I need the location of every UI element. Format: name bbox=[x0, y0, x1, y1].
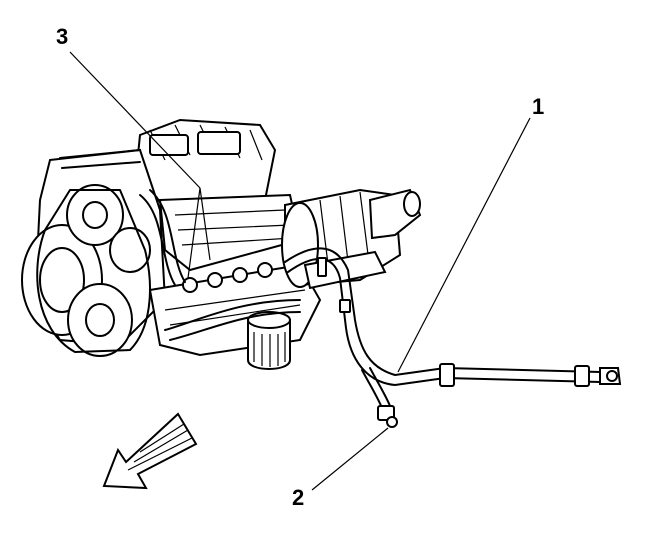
callout-3: 3 bbox=[56, 24, 68, 49]
transmission-cooler-lines bbox=[284, 247, 622, 428]
oil-filter bbox=[247, 311, 291, 370]
transmission bbox=[281, 188, 422, 290]
exhaust-ports bbox=[182, 262, 273, 293]
front-direction-arrow-icon bbox=[102, 412, 198, 490]
leader-lines bbox=[69, 51, 531, 491]
engine-assembly bbox=[21, 118, 322, 370]
callout-1: 1 bbox=[532, 94, 544, 119]
callout-2: 2 bbox=[292, 485, 304, 510]
